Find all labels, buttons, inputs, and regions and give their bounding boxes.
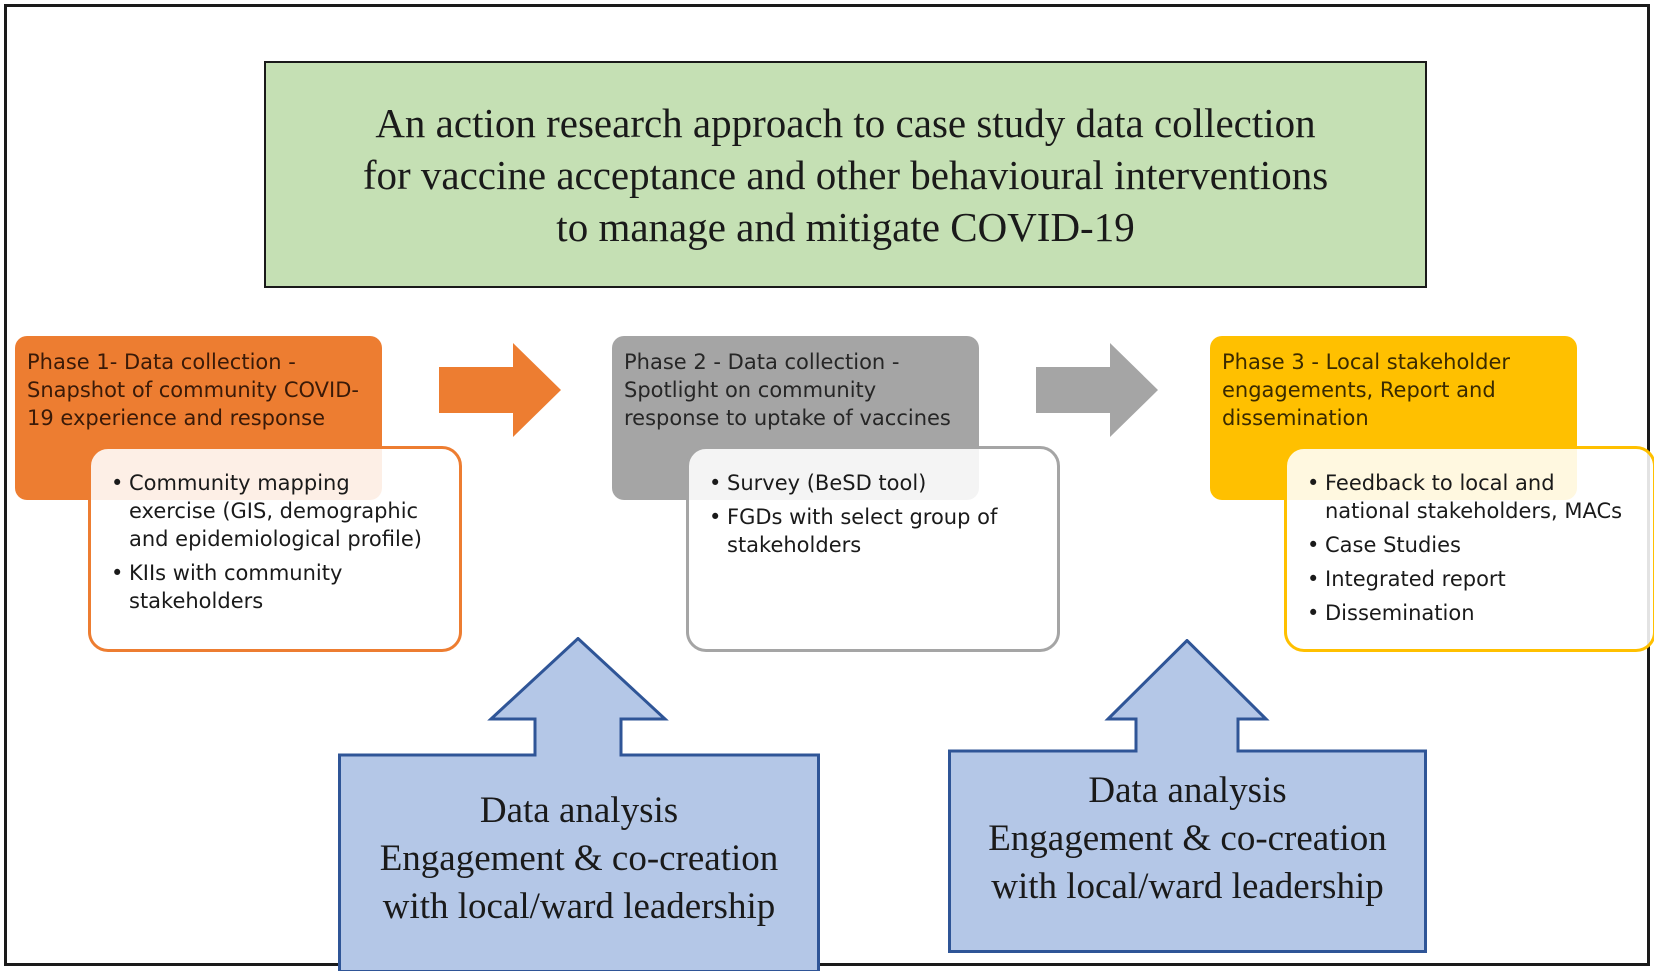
diagram-frame: An action research approach to case stud… — [4, 4, 1654, 971]
analysis-callout-2: Data analysis Engagement & co-creation w… — [948, 639, 1427, 953]
phase-1-list: Community mapping exercise (GIS, demogra… — [111, 469, 441, 615]
right-arrow-icon — [1036, 343, 1158, 437]
analysis-callout-1: Data analysis Engagement & co-creation w… — [338, 637, 820, 971]
phase-1-details: Community mapping exercise (GIS, demogra… — [88, 446, 462, 652]
list-item: Community mapping exercise (GIS, demogra… — [111, 469, 441, 553]
title-box: An action research approach to case stud… — [264, 61, 1427, 288]
list-item: Case Studies — [1307, 531, 1635, 559]
right-arrow-icon — [439, 343, 561, 437]
phase-2-details: Survey (BeSD tool) FGDs with select grou… — [686, 446, 1060, 652]
list-item: FGDs with select group of stakeholders — [709, 503, 1039, 559]
up-arrow-callout-icon — [948, 639, 1427, 953]
list-item: Feedback to local and national stakehold… — [1307, 469, 1635, 525]
phase-3-list: Feedback to local and national stakehold… — [1307, 469, 1635, 627]
phase-1-heading: Phase 1- Data collection - Snapshot of c… — [15, 336, 382, 500]
diagram-title: An action research approach to case stud… — [362, 99, 1329, 250]
up-arrow-callout-icon — [338, 637, 820, 971]
analysis-text-1: Data analysis Engagement & co-creation w… — [379, 790, 779, 927]
phase-2-list: Survey (BeSD tool) FGDs with select grou… — [709, 469, 1039, 559]
list-item: Dissemination — [1307, 599, 1635, 627]
list-item: KIIs with community stakeholders — [111, 559, 441, 615]
list-item: Integrated report — [1307, 565, 1635, 593]
phase-3-heading: Phase 3 - Local stakeholder engagements,… — [1210, 336, 1577, 500]
analysis-text-2: Data analysis Engagement & co-creation w… — [988, 770, 1387, 907]
phase-3-details: Feedback to local and national stakehold… — [1284, 446, 1654, 652]
list-item: Survey (BeSD tool) — [709, 469, 1039, 497]
